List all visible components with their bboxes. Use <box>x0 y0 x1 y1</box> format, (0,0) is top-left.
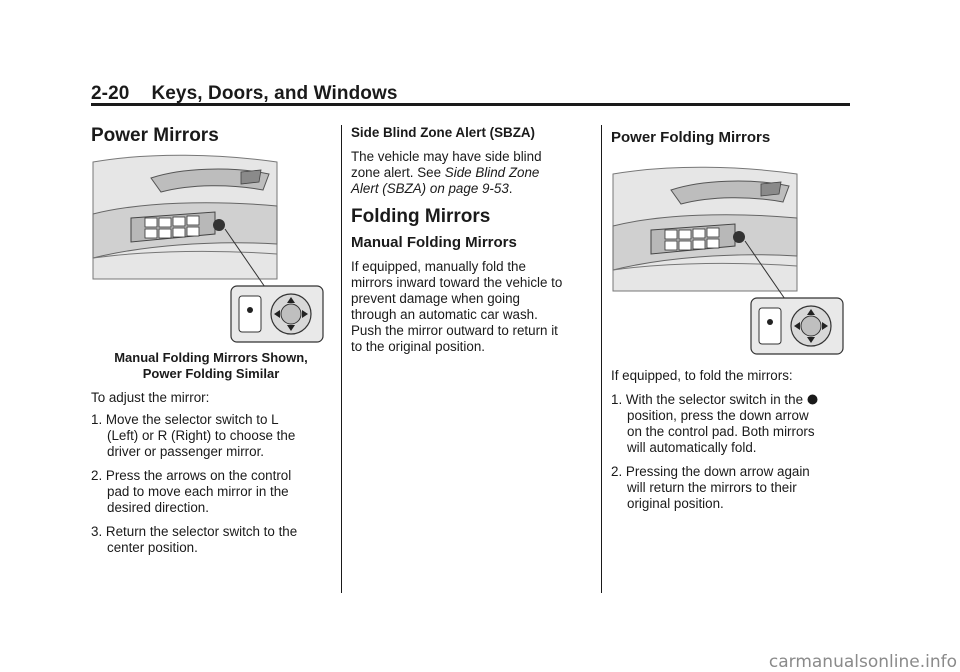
step-text: original position. <box>627 496 724 511</box>
subsection-title-manual-folding: Manual Folding Mirrors <box>351 234 517 251</box>
column-3: Power Folding Mirrors If equipped, to fo… <box>611 130 851 512</box>
step-number: 2. <box>91 468 103 483</box>
sbza-text: zone alert. See <box>351 165 445 180</box>
step-text: Return the selector switch to the <box>105 524 298 539</box>
sbza-text-line-3: Alert (SBZA) on page 9-53. <box>351 181 591 197</box>
text-line: If equipped, manually fold the <box>351 259 526 274</box>
power-fold-steps-list: 1. With the selector switch in the posit… <box>611 392 851 512</box>
header-rule <box>91 103 850 106</box>
section-title-power-mirrors: Power Mirrors <box>91 125 219 146</box>
figure-caption-line-2: Power Folding Similar <box>142 366 280 381</box>
sbza-text-line-1: The vehicle may have side blind <box>351 149 542 164</box>
step-text: Press the arrows on the control <box>105 468 292 483</box>
list-item: 2. Pressing the down arrow again will re… <box>611 464 851 512</box>
power-fold-intro: If equipped, to fold the mirrors: <box>611 368 793 383</box>
step-text: pad to move each mirror in the <box>107 484 289 499</box>
sbza-cross-reference[interactable]: Side Blind Zone <box>444 165 540 180</box>
adjust-steps-list: 1. Move the selector switch to L (Left) … <box>91 412 331 556</box>
section-title-folding-mirrors: Folding Mirrors <box>351 206 491 227</box>
text-line: to the original position. <box>351 339 485 354</box>
step-text: Move the selector switch to L <box>105 412 279 427</box>
watermark: carmanualsonline.info <box>768 652 957 672</box>
list-item: 1. With the selector switch in the posit… <box>611 392 851 456</box>
step-text: Pressing the down arrow again <box>625 464 810 479</box>
column-divider-2 <box>601 125 602 593</box>
step-number: 2. <box>611 464 623 479</box>
list-item: 2. Press the arrows on the control pad t… <box>91 468 331 516</box>
step-text: With the selector switch in the <box>625 392 804 407</box>
running-header: 2-20 Keys, Doors, and Windows <box>91 83 398 105</box>
step-text: driver or passenger mirror. <box>107 444 265 459</box>
column-1: Power Mirrors Manual Folding Mirrors Sho… <box>91 125 331 556</box>
sbza-text: . <box>508 181 513 196</box>
adjust-intro: To adjust the mirror: <box>91 390 210 405</box>
sbza-cross-reference[interactable]: Alert (SBZA) on page 9-53 <box>351 181 509 196</box>
step-text: will return the mirrors to their <box>627 480 797 495</box>
step-number: 1. <box>91 412 103 427</box>
section-title-power-folding: Power Folding Mirrors <box>611 129 771 146</box>
list-item: 3. Return the selector switch to the cen… <box>91 524 331 556</box>
step-number: 3. <box>91 524 103 539</box>
figure-caption-line-1: Manual Folding Mirrors Shown, <box>114 350 308 365</box>
page-number: 2-20 <box>91 83 130 104</box>
column-2: Side Blind Zone Alert (SBZA) The vehicle… <box>351 125 591 355</box>
power-folding-controls-illustration <box>612 166 844 355</box>
step-number: 1. <box>611 392 623 407</box>
text-line: Push the mirror outward to return it <box>351 323 558 338</box>
chapter-title: Keys, Doors, and Windows <box>151 83 398 104</box>
column-divider-1 <box>341 125 342 593</box>
step-text: on the control pad. Both mirrors <box>627 424 815 439</box>
step-text: position, press the down arrow <box>627 408 809 423</box>
sbza-text-line-2: zone alert. See Side Blind Zone <box>351 165 591 181</box>
step-text: (Left) or R (Right) to choose the <box>107 428 296 443</box>
text-line: through an automatic car wash. <box>351 307 538 322</box>
step-text: desired direction. <box>107 500 209 515</box>
sbza-heading: Side Blind Zone Alert (SBZA) <box>351 125 535 140</box>
step-text: will automatically fold. <box>627 440 757 455</box>
selector-dot-icon <box>807 394 818 405</box>
text-line: prevent damage when going <box>351 291 520 306</box>
step-text: center position. <box>107 540 198 555</box>
mirror-controls-illustration <box>92 154 324 343</box>
manual-folding-paragraph: If equipped, manually fold the mirrors i… <box>351 259 591 355</box>
text-line: mirrors inward toward the vehicle to <box>351 275 563 290</box>
list-item: 1. Move the selector switch to L (Left) … <box>91 412 331 460</box>
